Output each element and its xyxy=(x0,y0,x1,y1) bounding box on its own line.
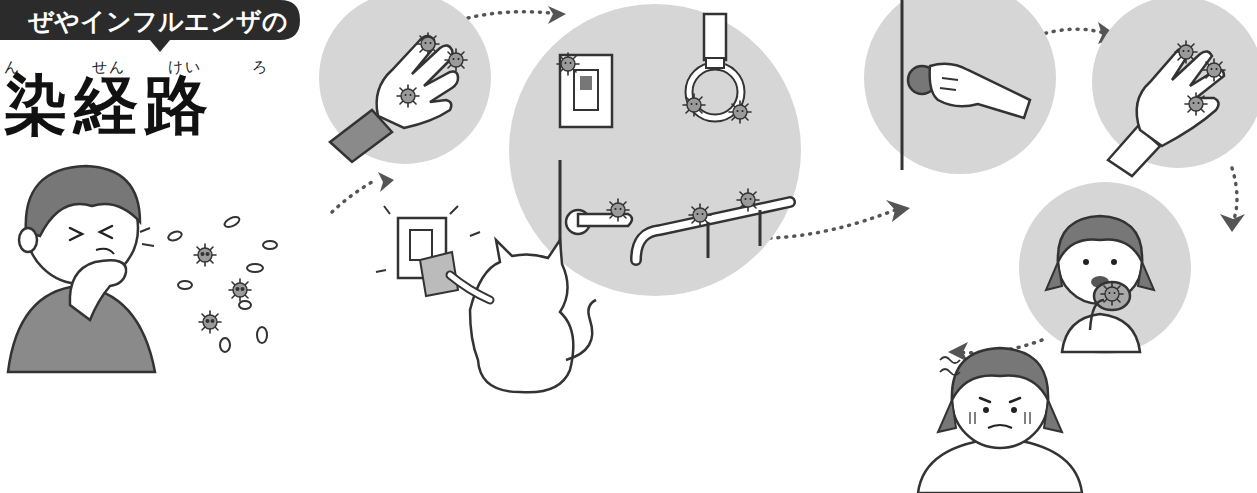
doorknob-hand-part xyxy=(940,78,958,90)
ruby-text: けい xyxy=(168,58,202,77)
coughing-boy-part xyxy=(70,260,126,320)
doorknob-hand-part xyxy=(930,64,1030,118)
contaminated-hand-part xyxy=(417,33,439,55)
cat-cleaning-part xyxy=(450,275,490,300)
germs-on-hand-part xyxy=(1175,41,1197,63)
sick-girl-part xyxy=(1011,407,1017,413)
girl-eating-part xyxy=(1019,182,1191,354)
girl-eating xyxy=(1019,182,1191,354)
shared-surfaces-part xyxy=(707,222,710,258)
sick-girl-part xyxy=(952,348,1048,400)
title-banner xyxy=(0,0,300,40)
shared-surfaces-part xyxy=(557,53,579,75)
route-chevrons-part xyxy=(1220,214,1245,232)
shared-surfaces-part xyxy=(636,202,790,260)
coughing-boy-part xyxy=(19,228,37,252)
shared-surfaces-part xyxy=(607,199,629,221)
route-chevrons-part xyxy=(886,200,910,222)
droplets-part xyxy=(220,338,230,352)
ruby-text: ん xyxy=(4,58,21,77)
cat-cleaning-part xyxy=(376,206,480,272)
cat-cleaning-part xyxy=(566,300,596,360)
cat-cleaning-part xyxy=(450,275,490,300)
ruby-text: ろ xyxy=(252,58,269,77)
contaminated-hand-part xyxy=(377,36,458,128)
sick-girl-part xyxy=(940,357,960,375)
coughing-boy-part xyxy=(140,228,154,246)
shared-surfaces-part xyxy=(706,58,724,68)
germs-on-hand-part xyxy=(1092,0,1257,168)
ruby-text: せん xyxy=(92,58,126,77)
droplets-part xyxy=(178,281,192,289)
coughing-boy xyxy=(8,166,155,372)
doorknob-hand-part xyxy=(864,0,1056,174)
cat-cleaning-part xyxy=(470,240,573,392)
girl-eating-part xyxy=(1111,259,1117,265)
droplets-part xyxy=(257,327,267,343)
shared-surfaces-part xyxy=(729,101,751,123)
sick-girl-part xyxy=(938,400,1062,432)
droplets-part xyxy=(247,264,263,272)
coughing-boy-part xyxy=(26,166,140,236)
droplets xyxy=(167,215,277,352)
route-dots-part xyxy=(468,12,560,18)
girl-eating-part xyxy=(1090,300,1104,330)
sick-girl-part xyxy=(980,398,1020,402)
route-chevrons-part xyxy=(378,172,394,192)
girl-eating-part xyxy=(1083,259,1089,265)
banner-tail xyxy=(150,40,170,52)
girl-eating-part xyxy=(1094,282,1130,310)
germs-on-hand-part xyxy=(1203,59,1225,81)
sick-girl xyxy=(918,348,1082,493)
sick-girl-part xyxy=(983,407,989,413)
droplets-part xyxy=(223,215,241,229)
coughing-boy-part xyxy=(96,249,114,254)
shared-surfaces-part xyxy=(737,189,759,211)
shared-surfaces-part xyxy=(580,76,592,90)
germs-on-hand-part xyxy=(1185,93,1207,115)
contaminated-hand xyxy=(319,0,491,164)
germs-on-hand-part xyxy=(1137,47,1224,146)
shared-surfaces-part xyxy=(683,94,705,116)
coughing-boy-part xyxy=(70,226,112,240)
girl-eating-part xyxy=(1101,283,1123,305)
cat-cleaning xyxy=(376,206,596,392)
cat-cleaning-part xyxy=(410,230,432,260)
droplets-part xyxy=(194,244,216,266)
sick-girl-part xyxy=(988,425,1012,428)
germs-on-hand xyxy=(1092,0,1257,176)
shared-surfaces-part xyxy=(574,70,598,110)
droplets-part xyxy=(199,311,221,333)
banner-text: ぜやインフルエンザの xyxy=(28,5,288,38)
contaminated-hand-part xyxy=(445,49,467,71)
route-chevrons-part xyxy=(548,6,566,24)
girl-eating-part xyxy=(1058,216,1142,262)
route-dots-part xyxy=(770,208,900,238)
shared-surfaces-part xyxy=(759,210,762,246)
droplets-part xyxy=(263,241,277,249)
shared-surfaces-part xyxy=(704,14,726,60)
droplets-part xyxy=(229,279,251,301)
doorknob-hand-part xyxy=(901,0,904,170)
shared-surfaces-part xyxy=(636,202,790,260)
droplets-part xyxy=(239,301,251,309)
contaminated-hand-part xyxy=(397,85,419,107)
doorknob-hand xyxy=(864,0,1056,174)
droplets-part xyxy=(167,230,183,242)
sick-girl-part xyxy=(970,412,1030,424)
contaminated-hand-part xyxy=(319,0,491,164)
girl-eating-part xyxy=(1062,314,1140,352)
route-dots-part xyxy=(1232,168,1237,225)
route-dots-part xyxy=(332,182,372,212)
shared-surfaces-part xyxy=(689,204,711,226)
